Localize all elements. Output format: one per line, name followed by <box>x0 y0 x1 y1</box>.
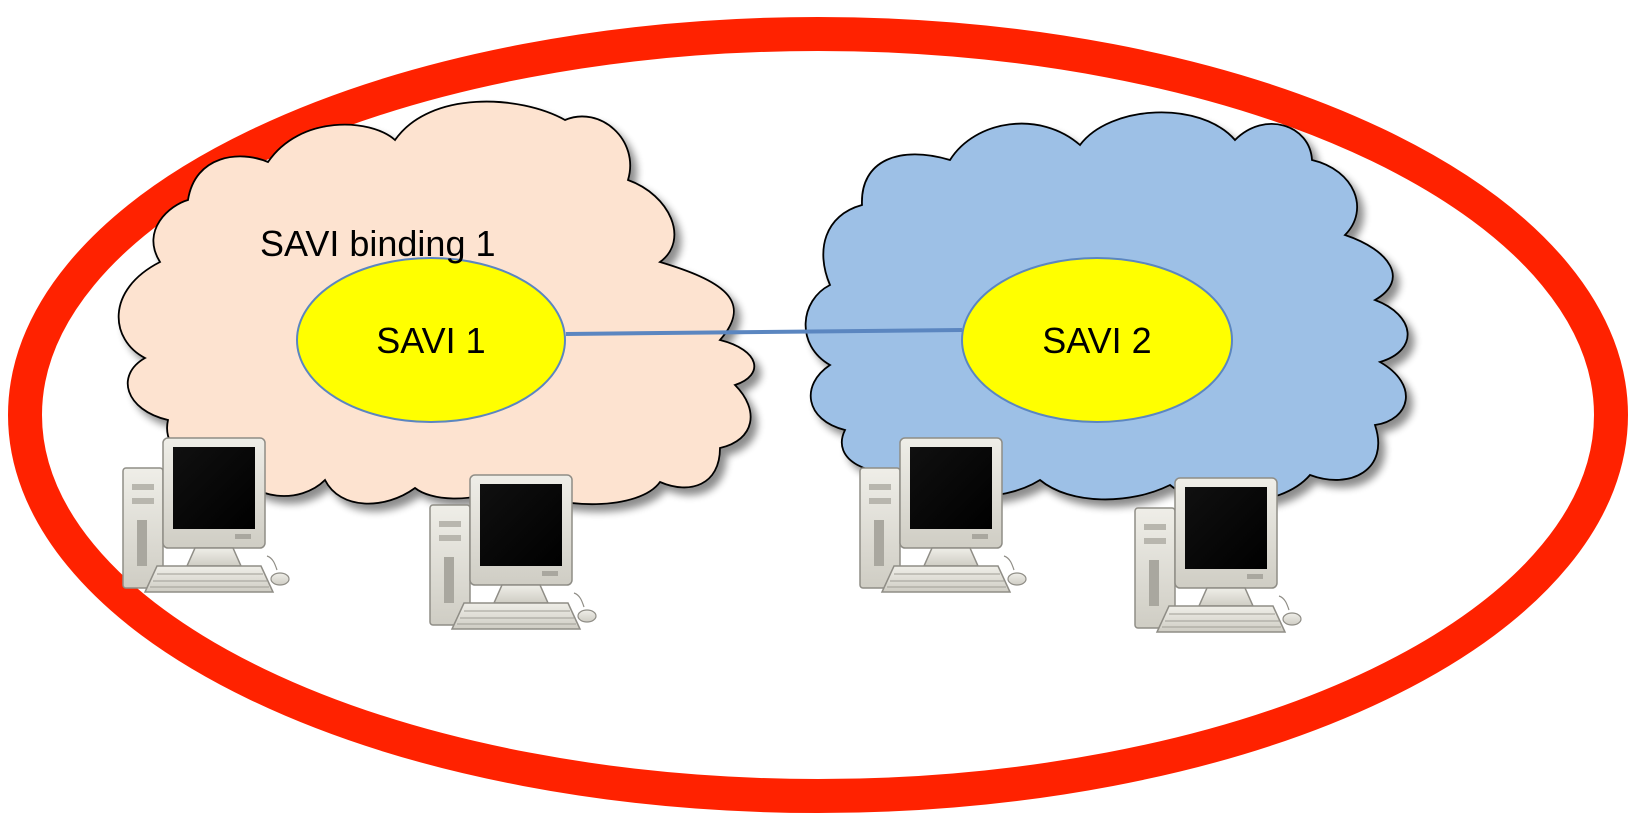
savi-2-label: SAVI 2 <box>1042 320 1151 361</box>
savi-binding-label: SAVI binding 1 <box>260 223 496 264</box>
desktop-computer-icon <box>1134 477 1302 633</box>
savi-2-node: SAVI 2 <box>961 257 1233 423</box>
savi-1-node: SAVI 1 <box>296 257 566 423</box>
savi-link <box>565 328 963 336</box>
savi-1-label: SAVI 1 <box>376 320 485 361</box>
outer-domain-ring <box>8 17 1628 813</box>
desktop-computer-icon <box>122 437 290 593</box>
